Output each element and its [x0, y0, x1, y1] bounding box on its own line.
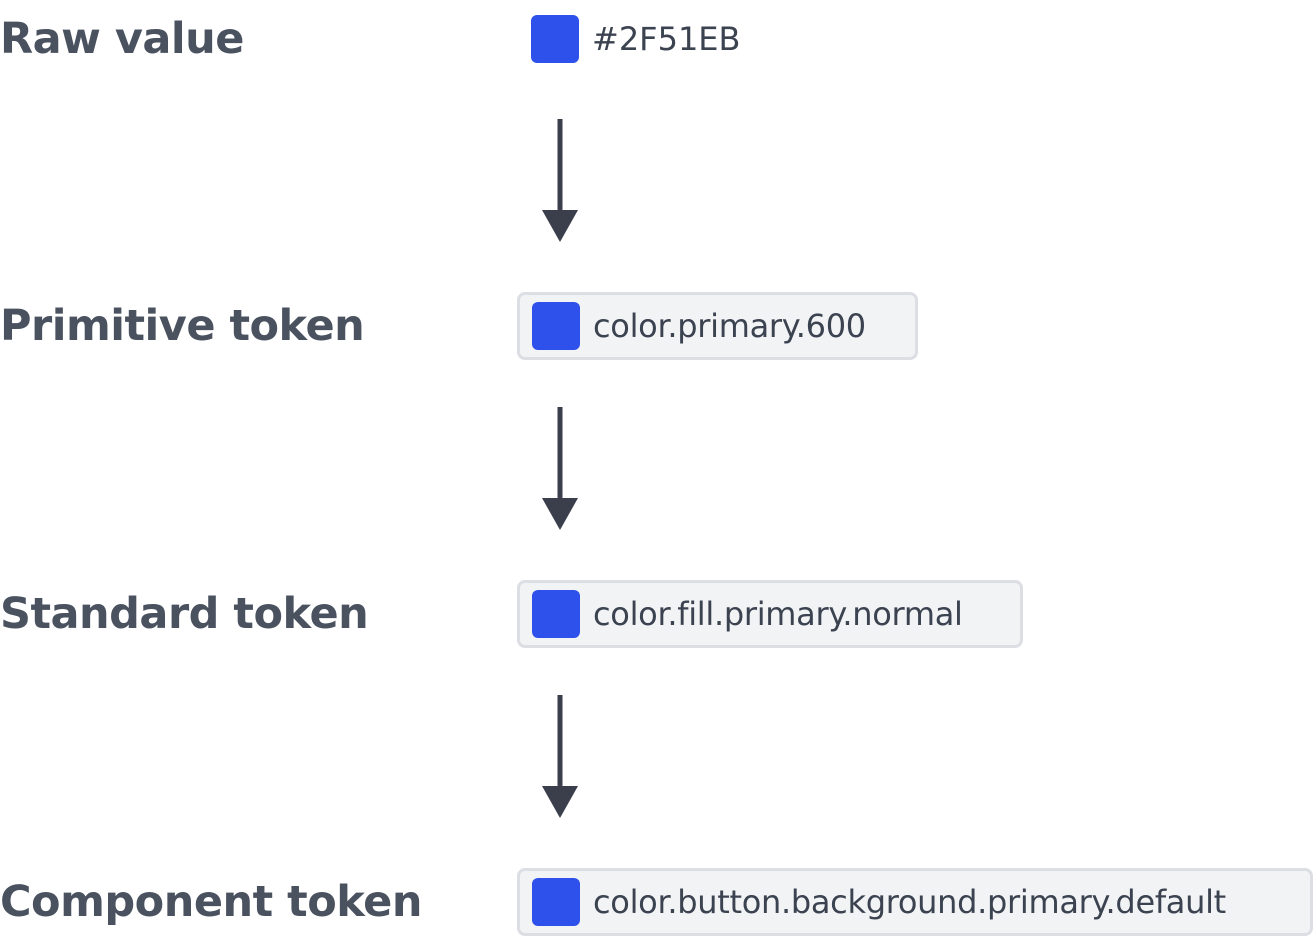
row-component-token: Component token color.button.background.…: [0, 866, 1315, 938]
component-token-chip: color.button.background.primary.default: [517, 868, 1313, 936]
row-standard-token: Standard token color.fill.primary.normal: [0, 578, 1315, 650]
raw-value-label: Raw value: [0, 14, 244, 64]
arrow-down-icon: [542, 695, 578, 818]
color-swatch-icon: [532, 878, 580, 926]
color-swatch-icon: [532, 302, 580, 350]
arrow-down-icon: [542, 119, 578, 242]
primitive-token-label: Primitive token: [0, 301, 365, 351]
component-token-name: color.button.background.primary.default: [593, 883, 1226, 921]
primitive-token-name: color.primary.600: [593, 307, 866, 345]
standard-token-name: color.fill.primary.normal: [593, 595, 963, 633]
standard-token-chip: color.fill.primary.normal: [517, 580, 1023, 648]
raw-value-hex: #2F51EB: [592, 20, 741, 58]
component-token-label: Component token: [0, 877, 422, 927]
arrow-down-icon: [542, 407, 578, 530]
primitive-token-chip: color.primary.600: [517, 292, 918, 360]
color-swatch-icon: [531, 15, 579, 63]
color-swatch-icon: [532, 590, 580, 638]
row-raw-value: Raw value #2F51EB: [0, 3, 1315, 75]
standard-token-label: Standard token: [0, 589, 369, 639]
row-primitive-token: Primitive token color.primary.600: [0, 290, 1315, 362]
